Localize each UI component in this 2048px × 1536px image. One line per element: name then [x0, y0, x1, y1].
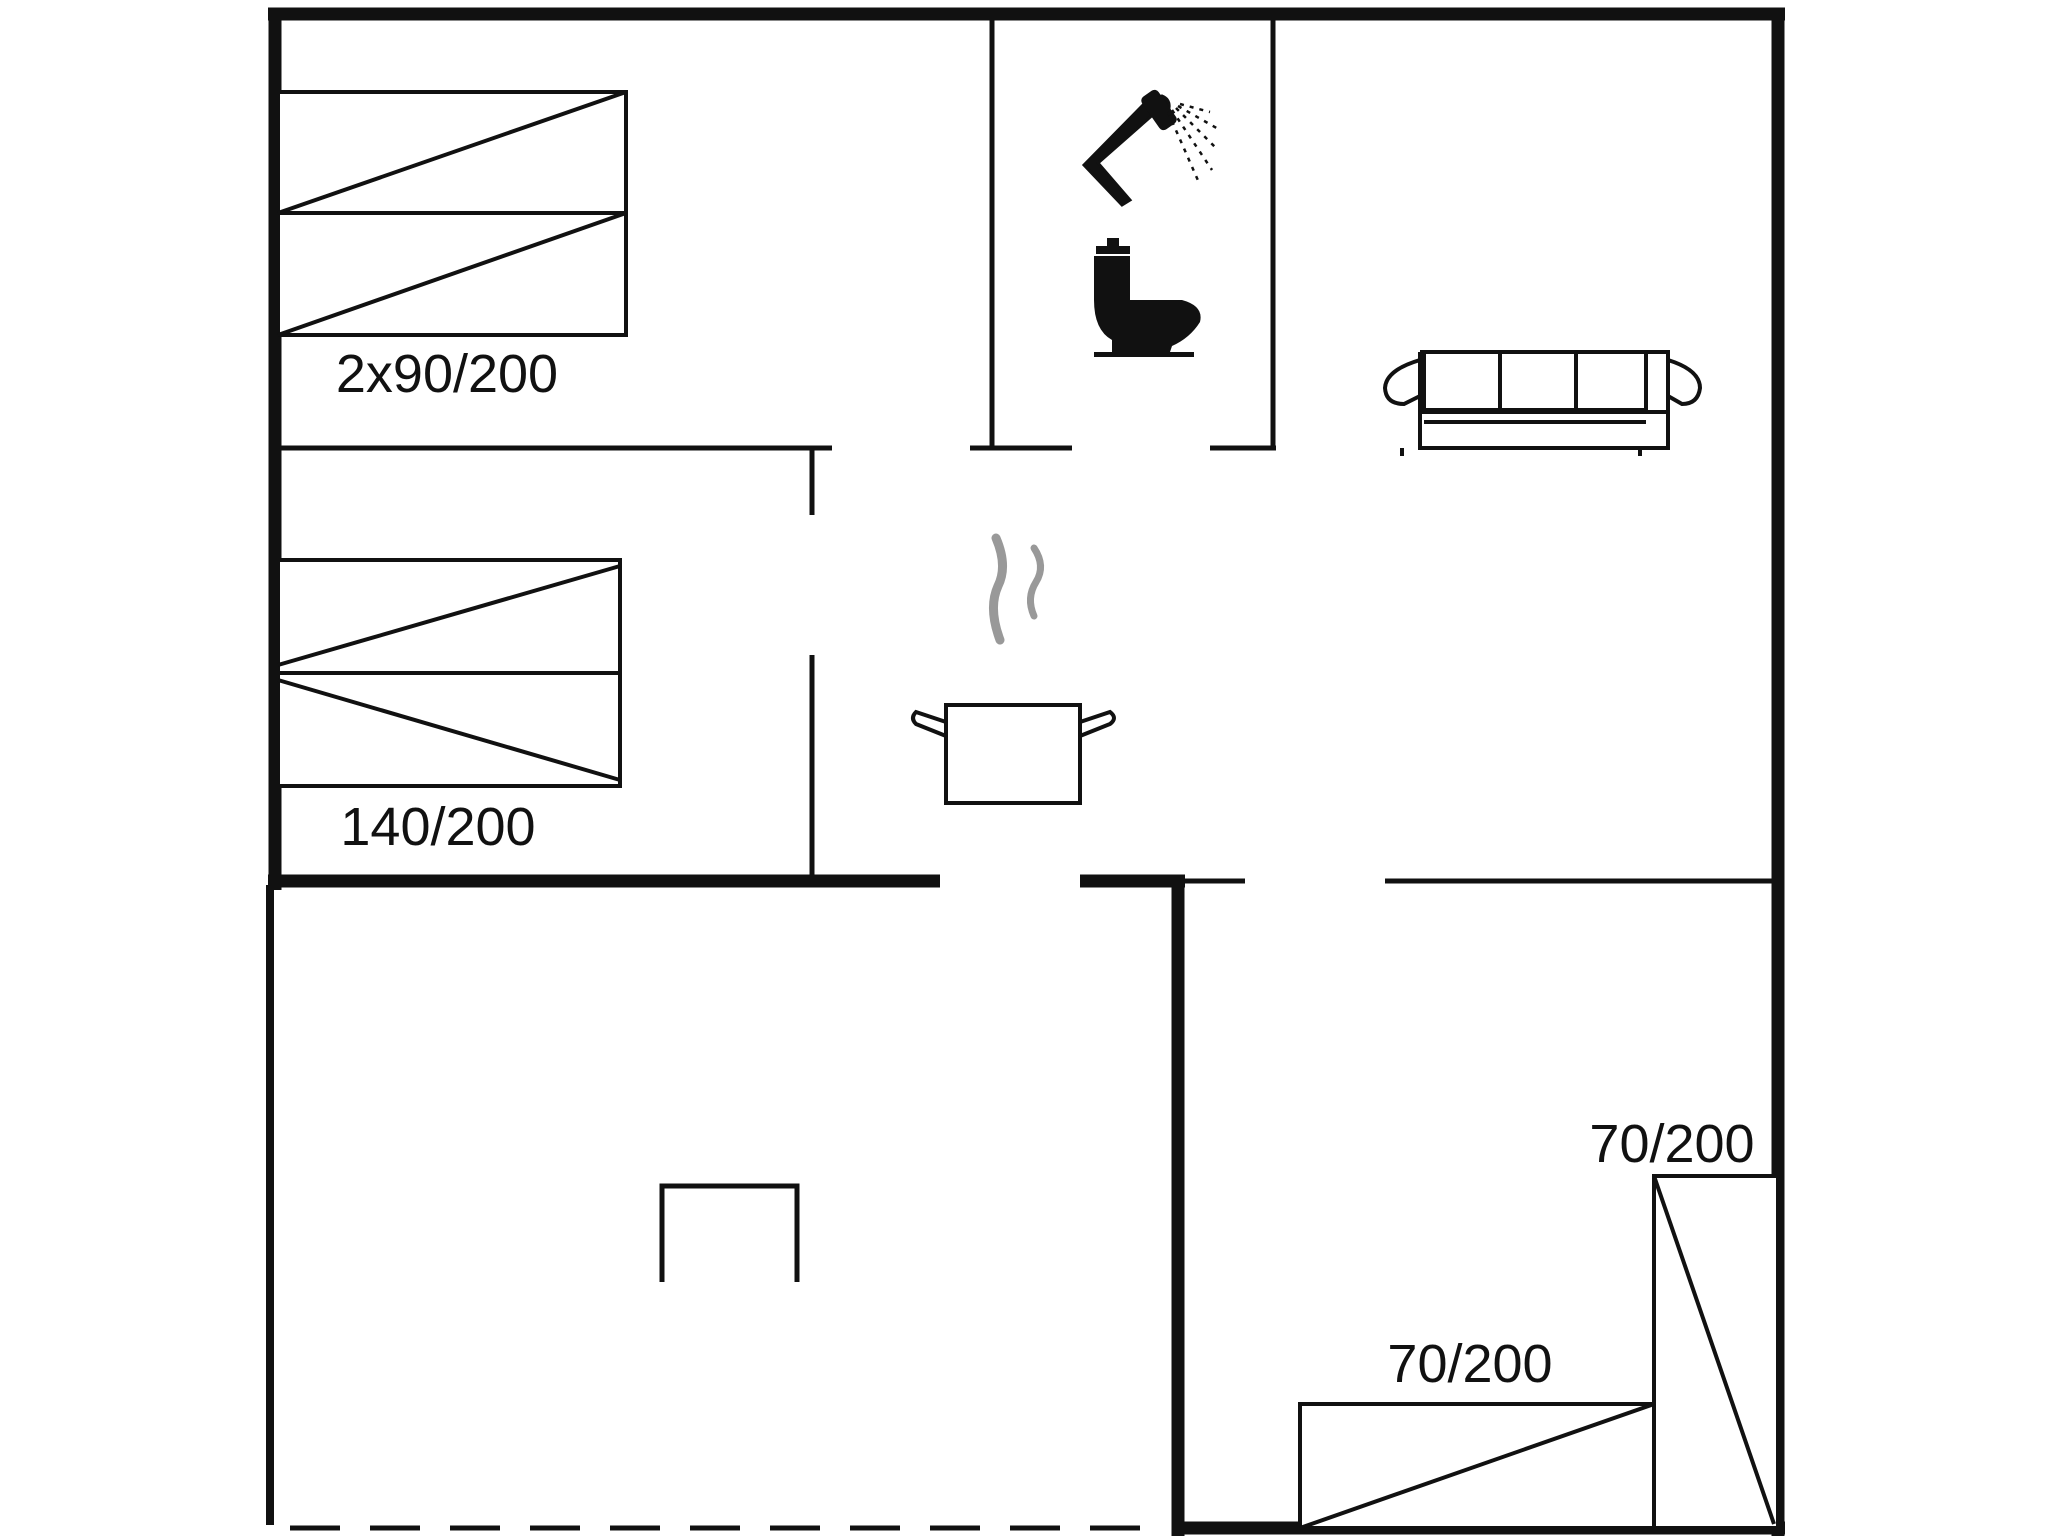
single-bed-vertical [1652, 1174, 1780, 1530]
double-bed [276, 558, 622, 788]
shower-icon [1081, 89, 1221, 207]
bed-single-a-label: 70/200 [1387, 1334, 1552, 1394]
sofa-icon [1382, 350, 1703, 456]
bed-double-label: 140/200 [340, 797, 535, 857]
toilet-icon [1094, 238, 1201, 357]
interior-walls [275, 14, 1276, 881]
exterior-walls [266, 7, 1785, 1536]
single-bed-horizontal [1298, 1402, 1656, 1530]
fireplace [659, 1183, 800, 1282]
cooking-pot-icon [911, 533, 1116, 805]
twin-bed [276, 90, 628, 337]
bed-twin-label: 2x90/200 [336, 344, 558, 404]
bed-single-b-label: 70/200 [1589, 1114, 1754, 1174]
